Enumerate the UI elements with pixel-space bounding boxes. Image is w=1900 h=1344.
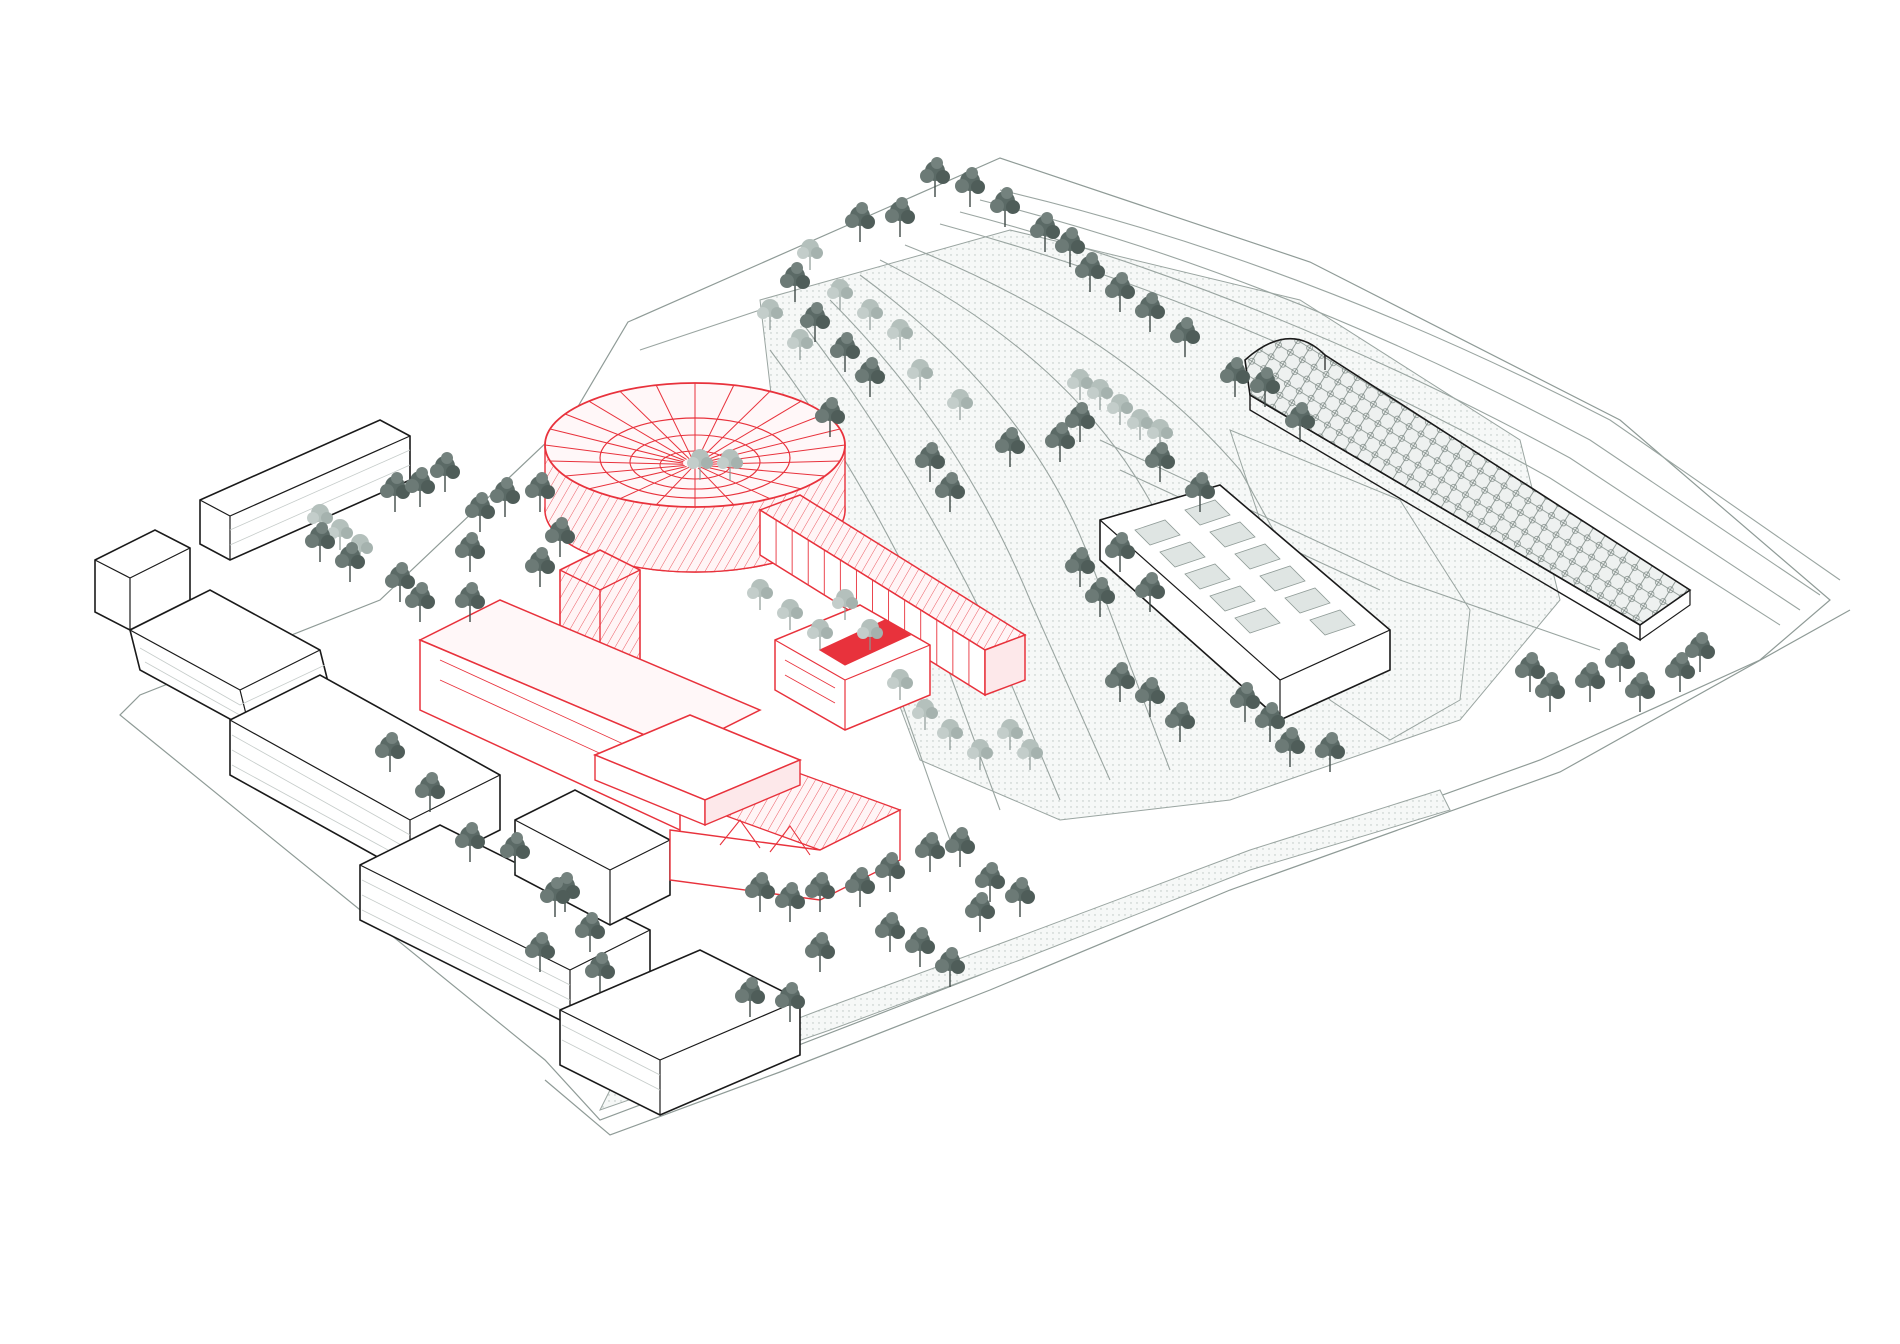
roundhouse-spoke: [697, 384, 735, 459]
track-line: [829, 299, 1111, 781]
warehouse-sheds: [1099, 484, 1391, 721]
track-line: [904, 244, 1291, 561]
roundhouse-spoke: [619, 390, 690, 460]
track-line: [859, 274, 1171, 771]
roundhouse-spoke: [619, 466, 690, 500]
glass-hall: [1244, 337, 1692, 642]
track-line: [979, 199, 1821, 596]
roundhouse-spoke: [565, 465, 685, 477]
roundhouse-spoke: [549, 428, 684, 463]
roundhouse-spoke: [564, 413, 685, 461]
roundhouse-spoke: [703, 466, 802, 490]
track-line: [939, 223, 1781, 626]
roundhouse-spoke: [550, 460, 684, 465]
outer-road-line: [544, 609, 1851, 1136]
track-line: [879, 259, 1231, 641]
roundhouse-spoke: [700, 466, 771, 500]
roundhouse-spoke: [544, 444, 684, 464]
roundhouse-spoke: [588, 466, 687, 490]
track-line: [799, 319, 1061, 801]
track-line: [999, 189, 1841, 581]
roundhouse-spoke: [655, 467, 693, 506]
red-upper-volume: [592, 714, 803, 827]
roundhouse-spoke: [655, 384, 693, 459]
roundhouse-spoke: [588, 400, 687, 460]
track-line: [639, 309, 761, 351]
roundhouse-spoke: [697, 467, 735, 506]
roundhouse-spoke: [700, 390, 771, 460]
roundhouse-spoke: [703, 400, 802, 460]
